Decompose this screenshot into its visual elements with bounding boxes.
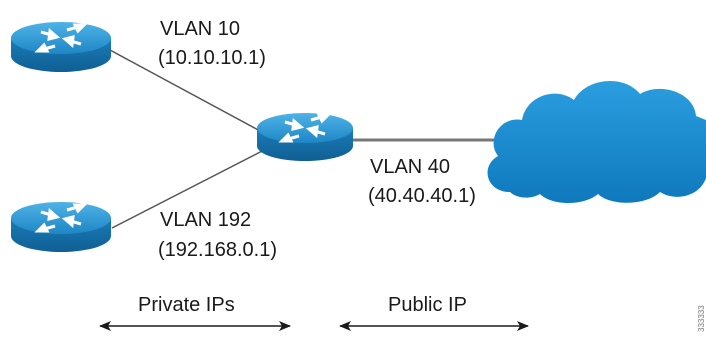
link-top-to-center (109, 49, 263, 133)
ip-192-label: (192.168.0.1) (158, 239, 277, 261)
vlan-192-label: VLAN 192 (160, 209, 251, 231)
figure-id: 333333 (697, 305, 706, 332)
ip-10-label: (10.10.10.1) (158, 47, 266, 69)
router-center-icon (257, 113, 353, 161)
router-top-icon (11, 22, 111, 72)
public-ip-label: Public IP (388, 294, 467, 316)
router-bottom-icon (11, 202, 111, 252)
ip-40-label: (40.40.40.1) (368, 185, 476, 207)
link-bottom-to-center (111, 147, 269, 229)
vlan-40-label: VLAN 40 (370, 156, 450, 178)
private-ips-label: Private IPs (138, 294, 235, 316)
cloud-icon (487, 81, 706, 203)
vlan-10-label: VLAN 10 (160, 18, 240, 40)
